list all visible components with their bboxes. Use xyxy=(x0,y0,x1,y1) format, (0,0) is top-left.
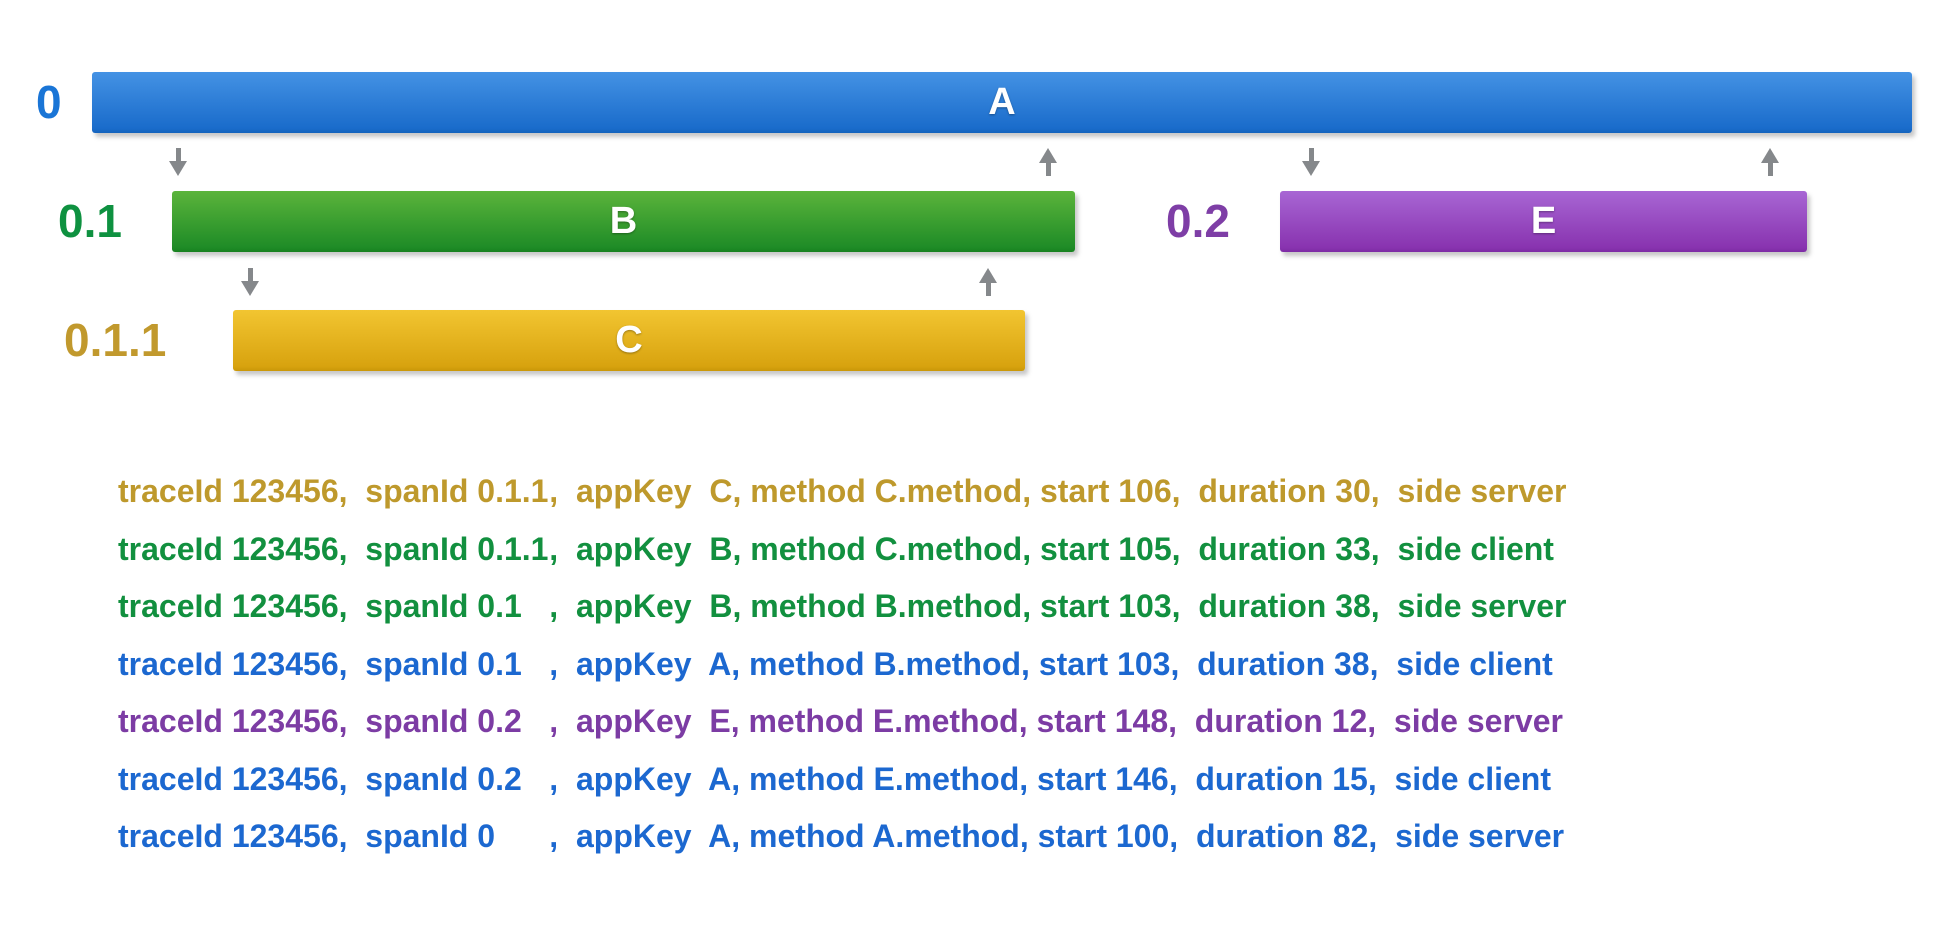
trace-record-spanid: 0.1.1 xyxy=(477,473,549,509)
trace-record-spanid: 0.1.1 xyxy=(477,530,549,567)
span-bar-B: B xyxy=(172,191,1075,252)
span-bar-A: A xyxy=(92,72,1912,133)
trace-record-spanid: 0 xyxy=(477,818,496,854)
span-bar-E-label: E xyxy=(1530,200,1557,242)
trace-record: traceId 123456, spanId 0 , appKey A, meth… xyxy=(118,808,1566,866)
trace-log: traceId 123456, spanId 0.1.1, appKey C, … xyxy=(118,463,1566,866)
trace-record-prefix: traceId 123456, spanId xyxy=(118,818,478,854)
call-arrow-down-icon xyxy=(241,268,259,296)
span-bar-C: C xyxy=(233,310,1025,371)
trace-record: traceId 123456, spanId 0.1.1, appKey C, … xyxy=(118,463,1566,521)
trace-record-spanid: 0.2 xyxy=(477,703,522,739)
trace-record-prefix: traceId 123456, spanId xyxy=(118,473,478,509)
trace-record: traceId 123456, spanId 0.2 , appKey E, me… xyxy=(118,693,1566,751)
trace-record-prefix: traceId 123456, spanId xyxy=(118,645,478,682)
trace-record-rest: , appKey C, method C.method, start 106, … xyxy=(549,473,1567,509)
trace-record-rest: , appKey A, method A.method, start 100, … xyxy=(549,818,1565,854)
trace-record-spanid: 0.2 xyxy=(477,760,522,797)
trace-record-rest: , appKey A, method E.method, start 146, … xyxy=(549,760,1551,797)
return-arrow-up-icon xyxy=(1039,148,1057,176)
return-arrow-up-icon xyxy=(979,268,997,296)
trace-record-prefix: traceId 123456, spanId xyxy=(118,530,478,567)
trace-record-rest: , appKey E, method E.method, start 148, … xyxy=(549,703,1563,739)
span-bar-A-label: A xyxy=(988,81,1016,123)
span-bar-E: E xyxy=(1280,191,1807,252)
span-id-label-0-1: 0.1 xyxy=(58,195,122,247)
trace-record-prefix: traceId 123456, spanId xyxy=(118,588,478,624)
trace-record-spanid: 0.1 xyxy=(477,645,522,682)
return-arrow-up-icon xyxy=(1761,148,1779,176)
trace-record: traceId 123456, spanId 0.1.1, appKey B, … xyxy=(118,521,1566,579)
trace-record-prefix: traceId 123456, spanId xyxy=(118,760,478,797)
trace-record-rest: , appKey A, method B.method, start 103, … xyxy=(549,645,1553,682)
span-bar-C-label: C xyxy=(615,319,643,361)
span-id-label-0-2: 0.2 xyxy=(1166,195,1230,247)
span-id-label-0: 0 xyxy=(36,76,62,128)
call-arrow-down-icon xyxy=(1302,148,1320,176)
trace-record-prefix: traceId 123456, spanId xyxy=(118,703,478,739)
trace-record-rest: , appKey B, method C.method, start 105, … xyxy=(549,530,1554,567)
span-bar-B-label: B xyxy=(609,200,638,242)
trace-record: traceId 123456, spanId 0.2 , appKey A, me… xyxy=(118,751,1566,809)
trace-record: traceId 123456, spanId 0.1 , appKey B, me… xyxy=(118,578,1566,636)
trace-record-spanid: 0.1 xyxy=(477,588,522,624)
trace-record-rest: , appKey B, method B.method, start 103, … xyxy=(549,588,1567,624)
trace-record: traceId 123456, spanId 0.1 , appKey A, me… xyxy=(118,636,1566,694)
call-arrow-down-icon xyxy=(169,148,187,176)
span-id-label-0-1-1: 0.1.1 xyxy=(64,314,167,366)
